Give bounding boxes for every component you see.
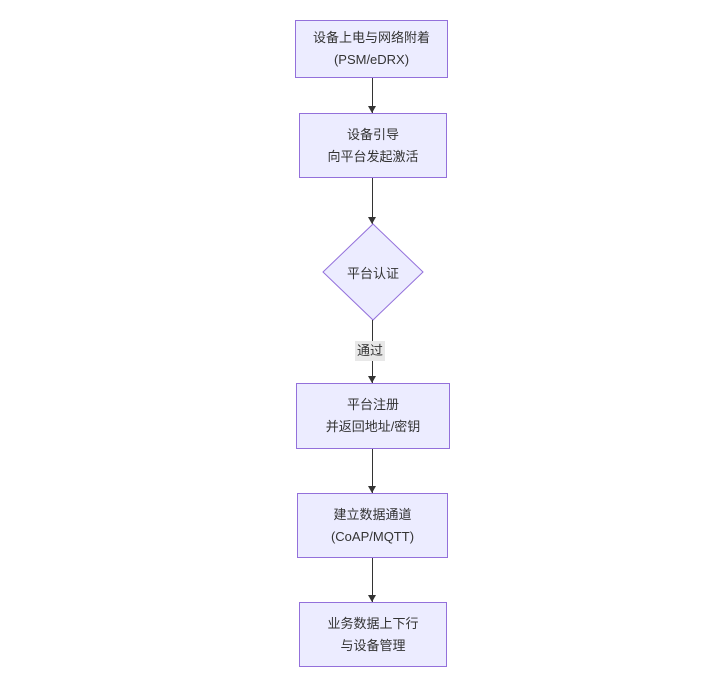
node-platform-register: 平台注册 并返回地址/密钥 (296, 383, 450, 449)
flow-arrow-2 (368, 178, 376, 224)
flow-arrow-4 (368, 449, 376, 493)
node-text-line: 向平台发起激活 (327, 148, 419, 164)
node-data-channel: 建立数据通道 (CoAP/MQTT) (297, 493, 448, 558)
node-text-line: (PSM/eDRX) (333, 52, 410, 67)
edge-label-pass: 通过 (355, 341, 385, 361)
node-platform-auth: 平台认证 (322, 223, 424, 321)
node-text-line: 设备引导 (346, 126, 399, 142)
node-business-data: 业务数据上下行 与设备管理 (299, 602, 447, 667)
node-text-line: 业务数据上下行 (327, 615, 419, 631)
node-text-line: 平台认证 (346, 265, 399, 281)
node-power-attach: 设备上电与网络附着 (PSM/eDRX) (295, 20, 448, 78)
node-text-line: 设备上电与网络附着 (312, 30, 430, 45)
node-text-line: 建立数据通道 (333, 506, 412, 522)
flow-arrow-5 (368, 558, 376, 602)
node-bootstrap: 设备引导 向平台发起激活 (299, 113, 447, 178)
node-text-line: 平台注册 (346, 397, 399, 412)
node-text-line: 与设备管理 (340, 637, 406, 653)
diamond-shape (322, 223, 424, 321)
node-text-line: 并返回地址/密钥 (325, 419, 421, 434)
flow-arrow-1 (368, 78, 376, 113)
node-text-line: (CoAP/MQTT) (330, 528, 415, 544)
